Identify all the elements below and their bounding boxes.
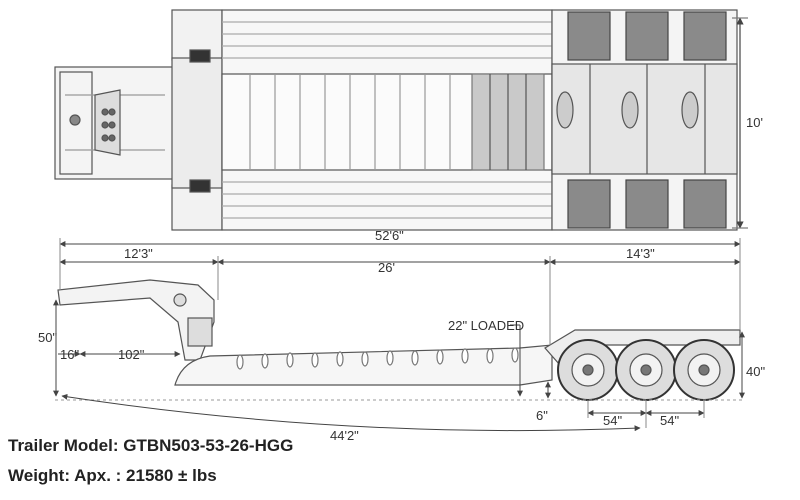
- gooseneck-height-label: 50": [38, 330, 57, 345]
- axle-spacing-2-label: 54": [660, 413, 679, 428]
- wheelbase-label: 44'2": [330, 428, 359, 443]
- deck-holes: [236, 347, 519, 370]
- trailer-model-caption: Trailer Model: GTBN503-53-26-HGG: [8, 436, 294, 455]
- rear-height-label: 40": [746, 364, 765, 379]
- kingpin-setback-label: 16": [60, 347, 79, 362]
- axle-spacing-1-label: 54": [603, 413, 622, 428]
- deck-slats-upper: [222, 21, 552, 59]
- overall-length-label: 52'6": [375, 228, 404, 243]
- deck-crossmembers: [249, 74, 451, 170]
- deck-slats-lower: [222, 181, 552, 219]
- kingpin-to-deck-label: 102": [118, 347, 145, 362]
- dimension-lines: [53, 238, 745, 432]
- trailer-weight-caption: Weight: Apx. : 21580 ± lbs: [8, 466, 217, 485]
- kingpin-plate: [94, 89, 121, 156]
- axles-top: [556, 64, 706, 174]
- top-view: [54, 9, 748, 231]
- rear-length-label: 14'3": [626, 246, 655, 261]
- loaded-height-label: 22" LOADED: [448, 318, 524, 333]
- ground-clearance-label: 6": [536, 408, 548, 423]
- tires-top-upper: [567, 11, 727, 61]
- gooseneck-length-label: 12'3": [124, 246, 153, 261]
- width-label: 10': [746, 115, 763, 130]
- tires-top-lower: [567, 179, 727, 229]
- side-view: [57, 279, 741, 401]
- deck-grating: [471, 73, 545, 171]
- wheels-side: [557, 339, 735, 401]
- deck-length-label: 26': [378, 260, 395, 275]
